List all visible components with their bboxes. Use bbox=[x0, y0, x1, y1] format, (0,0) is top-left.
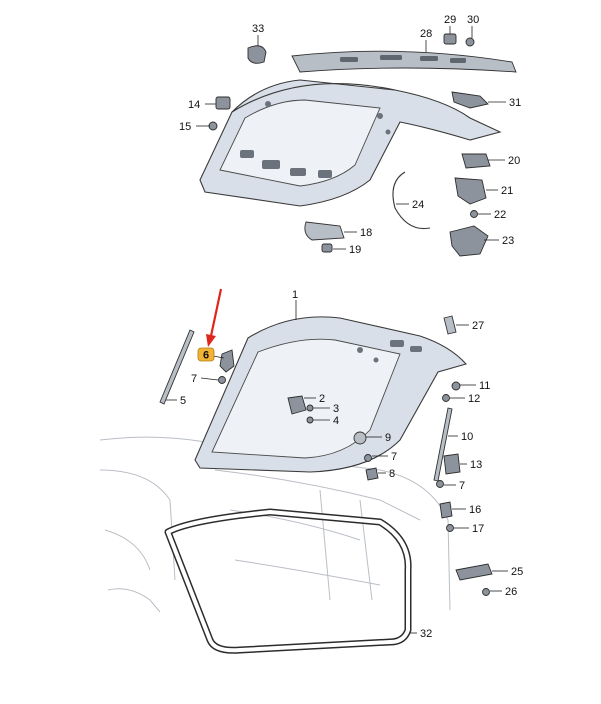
callout-15: 15 bbox=[179, 121, 191, 133]
part-3-screw bbox=[306, 404, 314, 412]
callout-3: 3 bbox=[333, 403, 339, 415]
part-23-motor bbox=[449, 225, 489, 257]
part-8-clip bbox=[365, 467, 379, 481]
callout-18: 18 bbox=[360, 227, 372, 239]
part-18-actuator bbox=[304, 221, 345, 241]
part-2-latch bbox=[287, 395, 307, 415]
callout-32: 32 bbox=[420, 628, 432, 640]
callout-22: 22 bbox=[494, 209, 506, 221]
callout-17: 17 bbox=[472, 523, 484, 535]
tailgate-inner-frame bbox=[199, 79, 502, 207]
callout-12: 12 bbox=[468, 393, 480, 405]
leader-lines bbox=[166, 26, 508, 634]
callout-28: 28 bbox=[420, 28, 432, 40]
part-4-nut bbox=[306, 416, 314, 424]
part-24-cable bbox=[392, 171, 431, 230]
part-13-bracket bbox=[443, 453, 461, 475]
part-28-spoiler bbox=[291, 50, 517, 73]
part-7-screw-a bbox=[218, 376, 226, 384]
part-15-bolt bbox=[208, 121, 218, 131]
callout-30: 30 bbox=[467, 14, 479, 26]
highlight-label: 6 bbox=[203, 350, 209, 362]
part-20-bracket bbox=[461, 153, 491, 169]
callout-31: 31 bbox=[509, 97, 521, 109]
callout-10: 10 bbox=[461, 431, 473, 443]
part-14-buffer bbox=[215, 96, 231, 110]
highlight-part-6: 6 bbox=[197, 288, 223, 362]
part-11-ball-stud bbox=[451, 381, 461, 391]
callout-11: 11 bbox=[479, 380, 490, 392]
callout-7c: 7 bbox=[459, 480, 465, 492]
part-7-screw-b bbox=[364, 454, 372, 462]
callout-1: 1 bbox=[292, 289, 298, 301]
part-10-strut bbox=[433, 407, 453, 482]
callout-26: 26 bbox=[505, 586, 517, 598]
callout-4: 4 bbox=[333, 415, 339, 427]
part-26-bolt bbox=[482, 588, 490, 596]
red-arrow-head bbox=[206, 334, 216, 347]
part-1-tailgate bbox=[194, 316, 467, 473]
part-32-seal bbox=[164, 508, 412, 654]
part-29-clip bbox=[443, 33, 457, 45]
callout-19: 19 bbox=[349, 244, 361, 256]
part-12-bolt bbox=[442, 394, 450, 402]
part-17-bolt bbox=[446, 524, 454, 532]
part-31-hinge bbox=[451, 91, 489, 109]
callout-20: 20 bbox=[508, 155, 520, 167]
red-arrow-line bbox=[209, 288, 223, 337]
part-21-lock bbox=[454, 177, 487, 205]
callout-8: 8 bbox=[389, 468, 395, 480]
callout-7a: 7 bbox=[191, 373, 197, 385]
callout-5: 5 bbox=[180, 395, 186, 407]
callout-25: 25 bbox=[511, 566, 523, 578]
callout-2: 2 bbox=[319, 393, 325, 405]
part-27-cap bbox=[443, 315, 457, 335]
part-22-nut bbox=[470, 210, 478, 218]
callout-16: 16 bbox=[469, 504, 481, 516]
part-16-buffer bbox=[439, 501, 453, 519]
callout-29: 29 bbox=[444, 14, 456, 26]
part-7-screw-c bbox=[436, 480, 444, 488]
highlight-badge bbox=[197, 347, 215, 362]
part-6-bracket bbox=[219, 349, 235, 373]
callouts: 33 29 30 28 14 15 31 20 21 24 22 23 18 1… bbox=[179, 14, 523, 640]
callout-33: 33 bbox=[252, 23, 264, 35]
callout-21: 21 bbox=[501, 185, 513, 197]
callout-23: 23 bbox=[502, 235, 514, 247]
callout-24: 24 bbox=[412, 199, 424, 211]
callout-27: 27 bbox=[472, 320, 484, 332]
part-25-hinge bbox=[455, 563, 493, 581]
car-body bbox=[99, 436, 451, 613]
part-19-grommet bbox=[321, 243, 333, 253]
part-5-strut bbox=[159, 329, 195, 405]
part-33-cap bbox=[247, 45, 267, 64]
callout-14: 14 bbox=[188, 99, 200, 111]
callout-9: 9 bbox=[385, 432, 391, 444]
part-9-grommet bbox=[353, 431, 367, 445]
part-30-screw bbox=[465, 37, 475, 47]
callout-13: 13 bbox=[470, 459, 482, 471]
callout-7b: 7 bbox=[391, 451, 397, 463]
